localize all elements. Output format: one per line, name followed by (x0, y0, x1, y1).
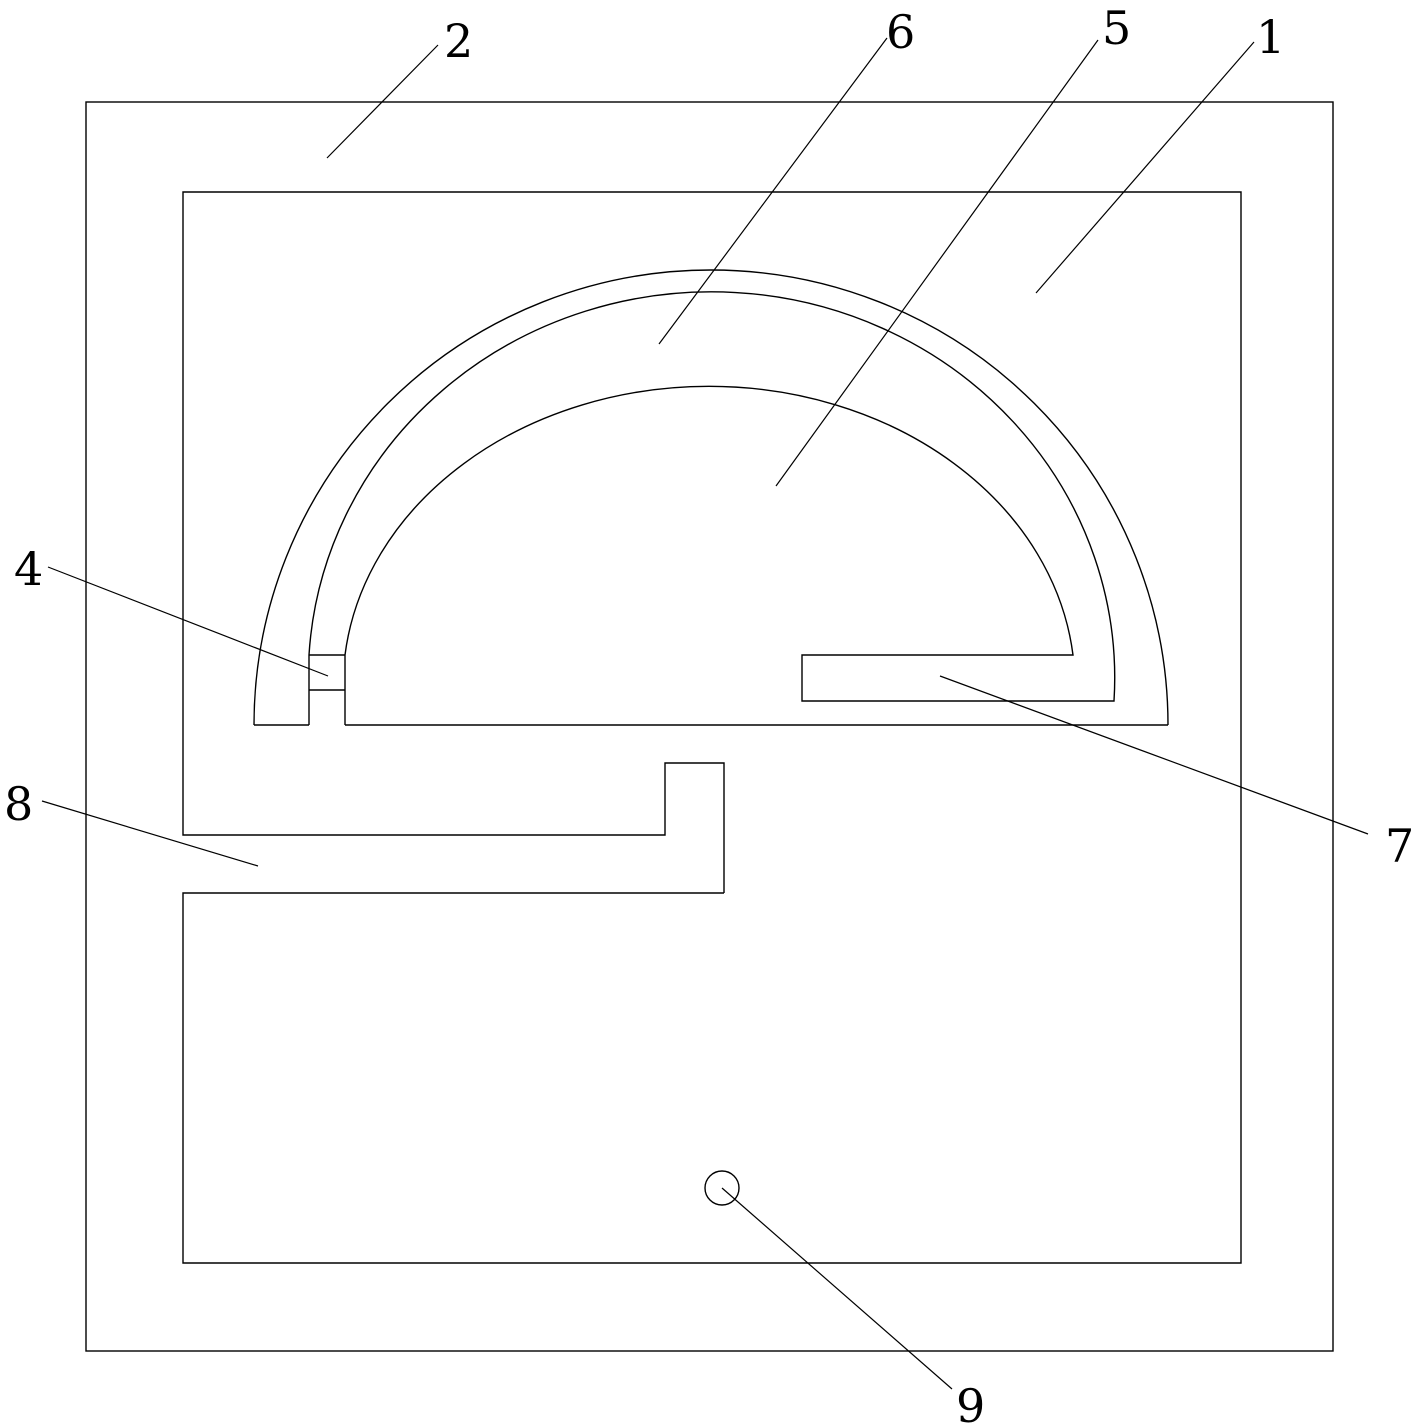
leader-8 (41, 800, 259, 867)
leader-5 (775, 39, 1099, 487)
ref-label-2: 2 (444, 14, 473, 68)
outer-arc (253, 269, 1169, 726)
leader-6 (658, 37, 888, 345)
feed-point (704, 1170, 740, 1206)
middle-arc (308, 291, 1116, 725)
leader-4 (47, 566, 329, 677)
ref-label-1: 1 (1256, 10, 1285, 64)
leader-1 (1035, 41, 1255, 294)
ref-label-9: 9 (956, 1379, 985, 1427)
upper-patch-outline (182, 191, 1242, 893)
leader-9 (721, 1187, 953, 1390)
lower-section-outline (182, 835, 1242, 1264)
ref-label-4: 4 (14, 542, 43, 596)
leader-2 (326, 44, 439, 159)
ref-label-7: 7 (1385, 819, 1414, 873)
substrate-outline (85, 101, 1334, 1352)
leader-7 (939, 675, 1369, 835)
ref-label-8: 8 (4, 777, 33, 831)
ref-label-5: 5 (1102, 1, 1131, 55)
ref-label-6: 6 (886, 5, 915, 59)
